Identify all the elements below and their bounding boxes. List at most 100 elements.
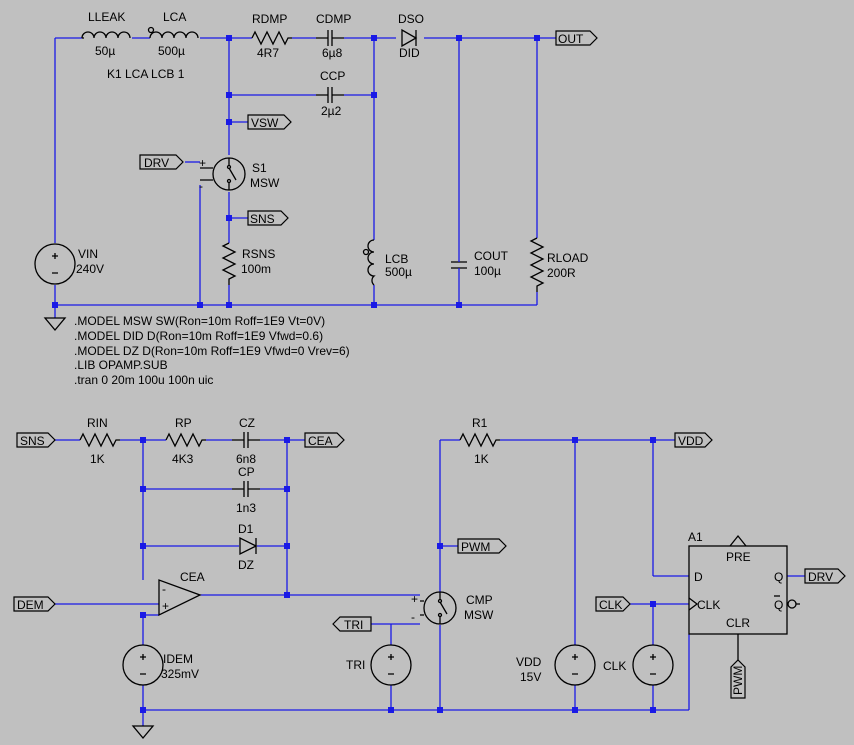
clk-source-name: CLK bbox=[603, 659, 626, 673]
flipflop-a1 bbox=[688, 534, 800, 660]
net-flag-vdd bbox=[674, 432, 713, 448]
a1-name: A1 bbox=[688, 530, 703, 544]
vdd-name: VDD bbox=[516, 655, 542, 669]
cmp-plus: + bbox=[411, 592, 418, 606]
d1-name: D1 bbox=[238, 522, 254, 536]
vin-name: VIN bbox=[78, 247, 98, 261]
clk-flag-label: CLK bbox=[599, 598, 622, 612]
cdmp-name: CDMP bbox=[316, 12, 351, 26]
cmp-minus: - bbox=[411, 610, 415, 624]
vdd-value: 15V bbox=[520, 670, 541, 684]
lca-phase-dot bbox=[147, 26, 155, 34]
net-flag-out bbox=[555, 30, 598, 46]
capacitor-ccp bbox=[316, 87, 344, 103]
bottom-wires bbox=[55, 439, 805, 726]
voltage-source-clk bbox=[632, 644, 674, 686]
r1-name: R1 bbox=[472, 416, 488, 430]
directive-line: .LIB OPAMP.SUB bbox=[74, 358, 168, 372]
cdmp-value: 6µ8 bbox=[322, 46, 343, 60]
cout-value: 100µ bbox=[474, 264, 501, 278]
lca-value: 500µ bbox=[158, 44, 185, 58]
resistor-rsns bbox=[221, 242, 237, 285]
coupling-directive: K1 LCA LCB 1 bbox=[107, 67, 185, 81]
inductor-lca bbox=[149, 31, 199, 39]
resistor-rin bbox=[79, 432, 120, 448]
idem-name: IDEM bbox=[163, 652, 193, 666]
tri-source-name: TRI bbox=[346, 658, 365, 672]
a1-q: Q bbox=[774, 570, 783, 584]
rin-value: 1K bbox=[90, 452, 105, 466]
bottom-junctions bbox=[140, 437, 656, 713]
net-flag-pwm-vertical bbox=[730, 659, 746, 699]
resistor-rload bbox=[529, 237, 545, 292]
net-flag-tri bbox=[332, 616, 372, 632]
dem-label: DEM bbox=[17, 598, 44, 612]
rp-name: RP bbox=[175, 416, 192, 430]
r1-value: 1K bbox=[474, 452, 489, 466]
cp-value: 1n3 bbox=[236, 501, 256, 515]
s1-value: MSW bbox=[250, 176, 280, 190]
vin-value: 240V bbox=[76, 262, 104, 276]
cea-plus: + bbox=[162, 599, 169, 613]
cea-minus: - bbox=[162, 582, 166, 596]
lca-name: LCA bbox=[163, 10, 186, 24]
top-junctions bbox=[52, 35, 540, 308]
capacitor-cp bbox=[232, 481, 260, 497]
net-flag-sns-bottom bbox=[16, 432, 56, 448]
directive-line: .MODEL DZ D(Ron=10m Roff=1E9 Vfwd=0 Vrev… bbox=[74, 344, 350, 358]
voltage-source-vin bbox=[34, 243, 76, 285]
vdd-flag-label: VDD bbox=[678, 434, 704, 448]
a1-qbar: Q bbox=[774, 598, 783, 612]
rload-name: RLOAD bbox=[547, 251, 589, 265]
drv-in-label: DRV bbox=[144, 156, 169, 170]
resistor-rp bbox=[165, 432, 206, 448]
lcb-name: LCB bbox=[385, 252, 408, 266]
dso-name: DSO bbox=[398, 12, 424, 26]
cea-flag-label: CEA bbox=[308, 434, 333, 448]
opamp-cea bbox=[158, 579, 202, 617]
capacitor-cout bbox=[451, 261, 467, 269]
resistor-rdmp bbox=[251, 30, 292, 46]
voltage-source-vdd bbox=[554, 644, 596, 686]
capacitor-cdmp bbox=[316, 30, 344, 46]
diode-d1 bbox=[239, 536, 258, 556]
vsw-label: VSW bbox=[251, 116, 279, 130]
rdmp-name: RDMP bbox=[252, 12, 287, 26]
cout-name: COUT bbox=[474, 249, 509, 263]
voltage-source-idem bbox=[122, 644, 164, 686]
pwm-label: PWM bbox=[461, 540, 490, 554]
net-flag-dem bbox=[13, 596, 56, 612]
ccp-value: 2µ2 bbox=[321, 104, 342, 118]
cea-name: CEA bbox=[180, 570, 205, 584]
spice-directives: .MODEL MSW SW(Ron=10m Roff=1E9 Vt=0V) .M… bbox=[74, 314, 350, 387]
ground-symbol-bottom bbox=[131, 725, 155, 740]
dso-value: DID bbox=[399, 46, 420, 60]
directive-line: .tran 0 20m 100u 100n uic bbox=[74, 373, 213, 387]
ground-symbol-top bbox=[43, 317, 67, 332]
pwm-vertical-label: PWM bbox=[731, 666, 745, 695]
lcb-value: 500µ bbox=[385, 265, 412, 279]
voltage-source-tri bbox=[370, 644, 412, 686]
s1-name: S1 bbox=[252, 161, 267, 175]
net-flag-clk bbox=[595, 596, 631, 612]
rsns-name: RSNS bbox=[242, 247, 275, 261]
inductor-lcb bbox=[367, 239, 376, 286]
lleak-name: LLEAK bbox=[88, 10, 125, 24]
net-flag-cea bbox=[304, 432, 345, 448]
a1-pre: PRE bbox=[726, 550, 751, 564]
cz-value: 6n8 bbox=[236, 452, 256, 466]
idem-value: 325mV bbox=[161, 667, 199, 681]
out-label: OUT bbox=[558, 32, 584, 46]
a1-d: D bbox=[694, 570, 703, 584]
net-flag-pwm bbox=[457, 538, 507, 554]
rdmp-value: 4R7 bbox=[257, 46, 279, 60]
cp-name: CP bbox=[238, 465, 255, 479]
s1-plus: + bbox=[199, 156, 206, 170]
net-flag-sns-top bbox=[247, 210, 289, 226]
directive-line: .MODEL MSW SW(Ron=10m Roff=1E9 Vt=0V) bbox=[74, 314, 325, 328]
lleak-value: 50µ bbox=[95, 44, 115, 58]
sns-top-label: SNS bbox=[250, 212, 275, 226]
diode-dso bbox=[401, 28, 418, 48]
